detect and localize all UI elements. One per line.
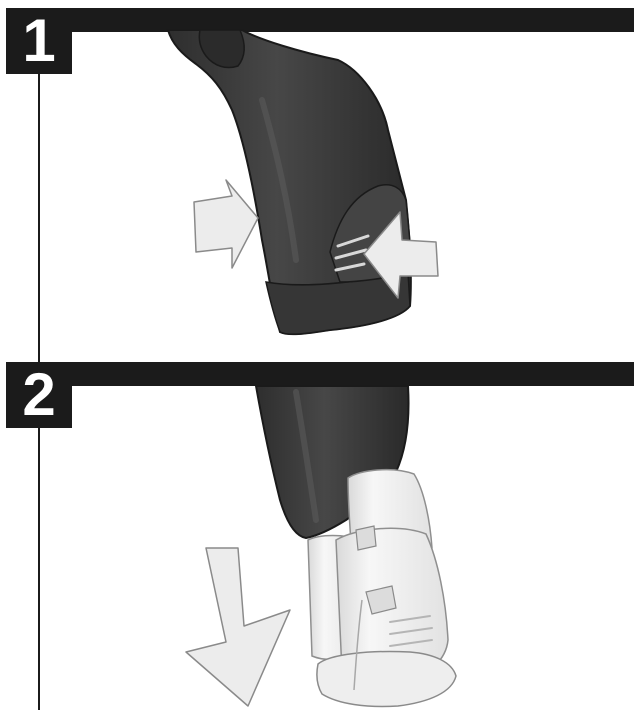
step-1-squeeze-arrow-right-icon [363, 211, 439, 299]
step-1-number: 1 [6, 8, 72, 74]
step-1-handle-icon [166, 29, 412, 336]
step-2-battery-ridges [389, 615, 433, 647]
step-1-ridges [334, 234, 370, 272]
step-1-squeeze-arrow-left-icon [193, 179, 259, 269]
step-2-rule [38, 428, 40, 710]
step-2-battery-pack-icon [307, 468, 457, 708]
step-1-bar [6, 8, 634, 32]
step-2-number: 2 [6, 362, 72, 428]
step-1-rule [38, 74, 40, 364]
step-2-down-arrow-icon [185, 547, 291, 707]
step-2-bar [6, 362, 634, 386]
